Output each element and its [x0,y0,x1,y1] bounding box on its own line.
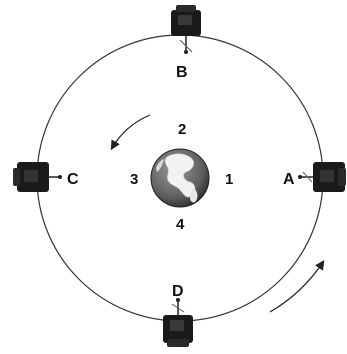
satellite-b-label: B [176,64,188,81]
satellite-c-icon [13,162,62,192]
satellite-a-icon [298,162,346,192]
orbit-arrow-upper [112,115,150,148]
earth-position-4: 4 [176,216,185,233]
satellite-d-icon [163,298,193,347]
satellite-d-label: D [172,283,184,300]
satellite-b-icon [171,5,201,54]
orbit-arrow-lower [270,262,323,312]
earth-position-3: 3 [130,171,138,188]
earth-position-1: 1 [225,171,233,188]
satellite-a-label: A [283,171,295,188]
earth-globe [151,149,209,207]
earth-position-2: 2 [178,121,186,138]
satellite-c-label: C [67,171,79,188]
